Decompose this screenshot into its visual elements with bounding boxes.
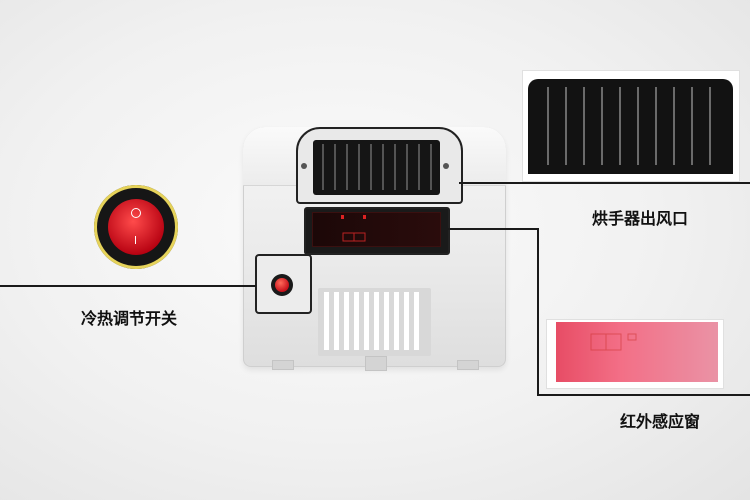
- callout-line-outlet: [459, 182, 750, 184]
- infrared-window-closeup-icon: [556, 322, 718, 382]
- drain-tab: [365, 356, 387, 371]
- label-sensor: 红外感应窗: [620, 412, 701, 431]
- callout-line-sensor-h2: [537, 394, 750, 396]
- callout-line-sensor-h1: [446, 228, 539, 230]
- label-outlet: 烘手器出风口: [592, 209, 689, 228]
- callout-line-switch: [0, 285, 256, 287]
- switch-on-mark-icon: [135, 236, 136, 244]
- switch-off-mark-icon: [131, 208, 141, 218]
- screw-icon: [301, 163, 307, 169]
- air-outlet-closeup-icon: [528, 79, 733, 174]
- foot-right: [457, 360, 479, 370]
- infrared-window-icon: [312, 212, 441, 247]
- foot-left: [272, 360, 294, 370]
- screw-icon: [443, 163, 449, 169]
- callout-line-sensor-v: [537, 228, 539, 396]
- switch-button: [275, 278, 289, 292]
- label-switch: 冷热调节开关: [81, 309, 178, 328]
- air-outlet-grille-icon: [313, 140, 440, 195]
- bottom-vent-icon: [318, 288, 431, 356]
